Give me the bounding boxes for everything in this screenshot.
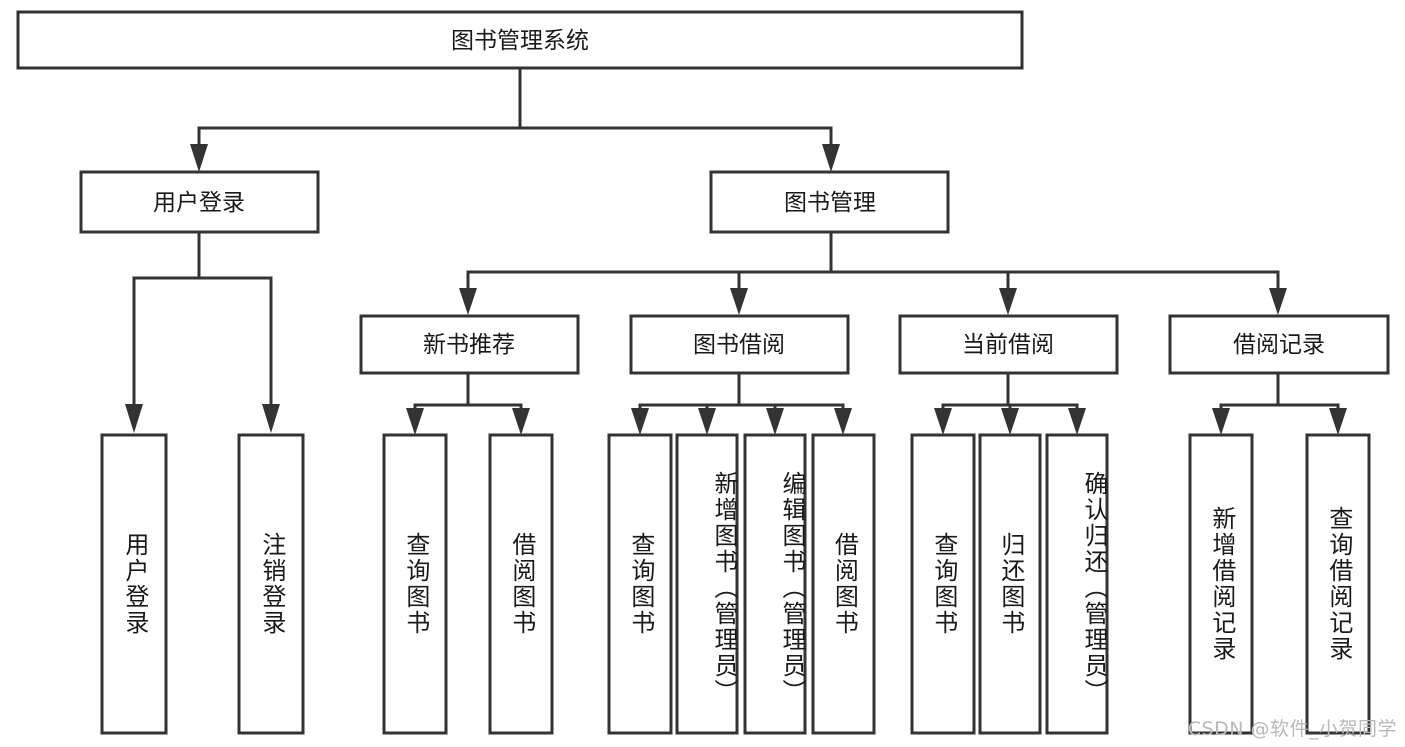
arrowhead-currentborrow-leaf3 [1068, 408, 1086, 435]
arrowhead-bookborrow-leaf1 [631, 408, 649, 435]
node-book-management-box[interactable] [709, 170, 950, 234]
node-new-book-recommend[interactable]: 新书推荐 [359, 314, 580, 375]
arrowhead-book-mgmt [822, 144, 840, 172]
node-borrow-record-label: 借阅记录 [1233, 332, 1325, 358]
arrowhead-leaf-user-login [125, 404, 143, 433]
connectors-currentborrow-to-leaves [934, 371, 1086, 435]
node-borrow-record-box[interactable] [1168, 314, 1390, 375]
connectors-booklogin-to-leaves [125, 230, 280, 433]
leaf-box-logout[interactable] [237, 433, 305, 735]
node-current-borrow-box[interactable] [898, 314, 1119, 375]
leaf-box-bb-edit-book[interactable] [743, 433, 807, 735]
arrowhead-bookborrow-leaf2 [698, 408, 716, 435]
node-current-borrow[interactable]: 当前借阅 [898, 314, 1119, 375]
node-root[interactable]: 图书管理系统 [16, 10, 1024, 70]
node-borrow-record[interactable]: 借阅记录 [1168, 314, 1390, 375]
connectors-bookborrow-to-leaves [631, 371, 852, 435]
arrowhead-borrowrecord [1269, 288, 1287, 315]
connectors-newbook-to-leaves [406, 371, 530, 435]
node-root-box[interactable] [16, 10, 1024, 70]
node-book-management-label: 图书管理 [784, 190, 876, 216]
leaf-box-cb-return-book[interactable] [978, 433, 1042, 735]
arrowhead-newbook-leaf1 [406, 408, 424, 435]
arrowhead-borrowrecord-leaf1 [1212, 408, 1230, 435]
arrowhead-newbook [459, 288, 477, 315]
node-book-management[interactable]: 图书管理 [709, 170, 950, 234]
arrowhead-currentborrow-leaf1 [934, 408, 952, 435]
leaf-box-nbr-query-book[interactable] [382, 433, 448, 735]
leaf-box-bb-add-book[interactable] [675, 433, 739, 735]
node-new-book-recommend-box[interactable] [359, 314, 580, 375]
arrowhead-bookborrow [730, 288, 748, 315]
node-user-login[interactable]: 用户登录 [79, 170, 320, 234]
node-book-borrow[interactable]: 图书借阅 [629, 314, 850, 375]
arrowhead-currentborrow-leaf2 [1001, 408, 1019, 435]
arrowhead-newbook-leaf2 [512, 408, 530, 435]
arrowhead-currentborrow [999, 288, 1017, 315]
connectors-root-to-level2 [190, 67, 840, 172]
csdn-watermark: CSDN @软件_小贺同学 [1187, 718, 1397, 740]
node-book-borrow-label: 图书借阅 [693, 332, 785, 358]
leaf-box-user-login[interactable] [100, 433, 168, 735]
leaf-box-cb-query-book[interactable] [910, 433, 976, 735]
leaf-box-br-query-record[interactable] [1305, 433, 1371, 735]
arrowhead-user-login [190, 144, 208, 172]
leaf-box-bb-query-book[interactable] [607, 433, 673, 735]
leaf-box-br-add-record[interactable] [1188, 433, 1254, 735]
connectors-bookmgmt-to-level3 [459, 230, 1287, 315]
leaf-box-bb-borrow-book[interactable] [811, 433, 876, 735]
node-user-login-label: 用户登录 [153, 190, 245, 216]
node-current-borrow-label: 当前借阅 [962, 332, 1054, 358]
leaf-box-nbr-borrow-book[interactable] [488, 433, 554, 735]
connectors-borrowrecord-to-leaves [1212, 371, 1347, 435]
arrowhead-bookborrow-leaf4 [834, 408, 852, 435]
leaf-box-cb-confirm-return[interactable] [1045, 433, 1109, 735]
node-user-login-box[interactable] [79, 170, 320, 234]
node-root-label: 图书管理系统 [451, 28, 589, 54]
node-book-borrow-box[interactable] [629, 314, 850, 375]
arrowhead-leaf-logout [262, 404, 280, 433]
arrowhead-bookborrow-leaf3 [766, 408, 784, 435]
arrowhead-borrowrecord-leaf2 [1329, 408, 1347, 435]
node-new-book-recommend-label: 新书推荐 [423, 332, 515, 358]
